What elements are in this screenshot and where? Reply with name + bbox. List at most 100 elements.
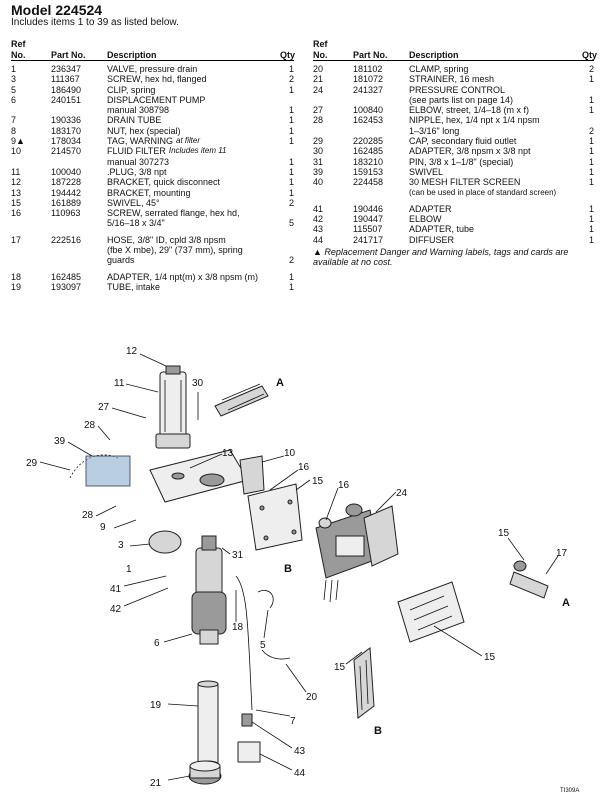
part-cell: 236347 <box>51 64 82 74</box>
part-cell: 214570 <box>51 146 82 157</box>
table-row: (can be used in place of standard screen… <box>313 188 594 198</box>
qty-cell: 2 <box>288 197 294 208</box>
intake-tube-illustration <box>197 680 219 768</box>
part-cell: 194442 <box>51 187 82 198</box>
qty-cell: 1 <box>588 224 594 235</box>
part-cell: 183170 <box>51 125 82 136</box>
mounting-bracket-illustration <box>247 483 303 551</box>
desc-cell: SWIVEL, 45° <box>107 197 160 208</box>
desc-cell: BRACKET, quick disconnect <box>107 177 221 188</box>
desc-cell: NUT, hex (special) <box>107 125 181 136</box>
part-cell: 178034 <box>51 136 82 147</box>
callout-42: 42 <box>110 604 122 615</box>
part-cell: 162453 <box>353 115 384 126</box>
part-cell: 100840 <box>353 105 384 116</box>
ref-cell: 43 <box>313 224 324 235</box>
drain-valve-illustration <box>148 530 182 554</box>
qty-cell: 1 <box>588 74 594 85</box>
part-cell: 181072 <box>353 74 384 85</box>
desc-cell: manual 307273 <box>107 156 170 167</box>
part-cell: 161889 <box>51 197 82 208</box>
ref-cell: 19 <box>11 281 22 292</box>
part-cell: 241717 <box>353 234 384 245</box>
qty-cell: 5 <box>288 218 294 229</box>
part-cell: 241327 <box>353 84 384 95</box>
desc-cell: SWIVEL <box>409 166 444 177</box>
desc-cell: 5/16–18 x 3/4" <box>107 218 165 229</box>
part-cell: 115507 <box>353 224 383 235</box>
callout-11: 12 <box>126 346 138 357</box>
ref-cell: 27 <box>313 105 324 116</box>
desc-cell: DISPLACEMENT PUMP <box>107 94 206 105</box>
callout-15-a: 15 <box>498 528 510 539</box>
callout-16-a: 16 <box>298 462 310 473</box>
callout-9: 9 <box>100 522 106 533</box>
desc-note: at filter <box>176 136 201 146</box>
callout-3: 3 <box>118 540 124 551</box>
ref-cell: 9▲ <box>11 136 25 147</box>
quick-disconnect-bracket-illustration <box>397 581 465 643</box>
clamp-illustration <box>261 649 291 660</box>
qty-cell: 1 <box>288 166 294 177</box>
desc-cell: FLUID FILTER <box>107 146 166 157</box>
desc-note: Includes item 11 <box>168 146 227 156</box>
ref-cell: 39 <box>313 166 324 177</box>
table-row: 5/16–18 x 3/4" 5 <box>11 218 294 228</box>
ref-cell: 7 <box>11 115 17 126</box>
table-header: Ref No. Part No. Description Qty <box>313 36 598 61</box>
hose-b-illustration <box>353 647 375 719</box>
desc-cell: BRACKET, mounting <box>107 187 191 198</box>
callout-8: 10 <box>284 448 296 459</box>
table-row: manual 307273 1 <box>11 157 294 167</box>
callout-44: 44 <box>294 768 306 779</box>
qty-cell: 1 <box>288 115 294 126</box>
part-cell: 190446 <box>353 203 384 214</box>
desc-cell: CLAMP, spring <box>409 64 469 74</box>
qty-cell: 1 <box>288 156 294 167</box>
desc-cell: guards <box>107 255 135 266</box>
ref-cell: 12 <box>11 177 22 188</box>
callout-29: 29 <box>26 458 38 469</box>
part-cell: 187228 <box>51 177 82 188</box>
part-cell: 190447 <box>353 214 384 225</box>
part-cell: 100040 <box>51 166 82 177</box>
ref-cell: 13 <box>11 187 22 198</box>
callout-20: 20 <box>306 692 318 703</box>
part-cell: 220285 <box>353 136 384 147</box>
desc-cell: SCREW, serrated flange, hex hd, <box>107 208 240 219</box>
qty-cell: 1 <box>588 177 594 188</box>
ref-cell: 21 <box>313 74 324 85</box>
diffuser-illustration <box>237 741 261 763</box>
callout-7: 7 <box>290 716 296 727</box>
desc-cell: SCREW, hex hd, flanged <box>107 74 207 85</box>
callout-28: 28 <box>84 420 96 431</box>
desc-cell: ELBOW, street, 1/4–18 (m x f) <box>409 105 530 116</box>
desc-cell: VALVE, pressure drain <box>107 64 198 74</box>
qty-header: Qty <box>582 49 598 60</box>
strainer-illustration <box>188 760 222 785</box>
connector-b-bottom: B <box>374 725 382 737</box>
desc-cell: 1–3/16" long <box>409 125 460 136</box>
part-cell: 159153 <box>353 166 384 177</box>
qty-cell: 1 <box>588 105 594 116</box>
qty-cell: 1 <box>288 105 294 116</box>
table-row: (see parts list on page 14)1 <box>313 95 594 105</box>
ref-cell: 8 <box>11 125 17 136</box>
